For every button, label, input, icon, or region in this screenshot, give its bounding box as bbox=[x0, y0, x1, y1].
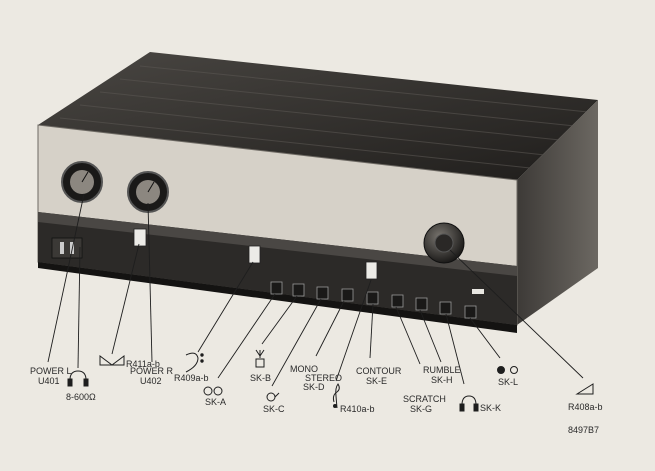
label-skk: SK-K bbox=[480, 403, 501, 413]
treble-clef-icon bbox=[332, 383, 340, 409]
label-u401: U401 bbox=[38, 376, 60, 386]
power-on-dot-icon bbox=[497, 366, 505, 374]
button-skk[interactable] bbox=[439, 301, 452, 315]
bass-clef-icon bbox=[185, 352, 204, 373]
label-power-r: POWER R bbox=[130, 366, 174, 376]
power-meter-left bbox=[61, 161, 103, 203]
button-skd[interactable] bbox=[341, 288, 354, 302]
label-contour: CONTOUR bbox=[356, 366, 402, 376]
button-ske[interactable] bbox=[366, 291, 379, 305]
label-mono: MONO bbox=[290, 364, 318, 374]
label-skg: SK-G bbox=[410, 404, 432, 414]
button-skl[interactable] bbox=[464, 305, 477, 319]
label-ska: SK-A bbox=[205, 397, 226, 407]
treble-slider[interactable] bbox=[365, 261, 378, 280]
button-skc[interactable] bbox=[316, 286, 329, 300]
label-skh: SK-H bbox=[431, 375, 453, 385]
bass-slider[interactable] bbox=[248, 245, 261, 264]
label-u402: U402 bbox=[140, 376, 162, 386]
label-stereo: STEREO bbox=[305, 373, 342, 383]
headphone-icon-skk bbox=[459, 395, 479, 412]
figure-number: 8497B7 bbox=[568, 425, 599, 435]
label-r409: R409a-b bbox=[174, 373, 209, 383]
label-skb: SK-B bbox=[250, 373, 271, 383]
leader-lines bbox=[47, 193, 584, 387]
label-r410: R410a-b bbox=[340, 404, 375, 414]
button-skh[interactable] bbox=[415, 297, 428, 311]
slider-track bbox=[38, 212, 517, 276]
cabinet-top bbox=[38, 52, 598, 180]
label-power-l: POWER L bbox=[30, 366, 72, 376]
button-ska[interactable] bbox=[270, 281, 283, 295]
headphone-icon-impedance bbox=[67, 370, 89, 387]
label-r408: R408a-b bbox=[568, 402, 603, 412]
label-ske: SK-E bbox=[366, 376, 387, 386]
label-skl: SK-L bbox=[498, 377, 518, 387]
button-skg[interactable] bbox=[391, 294, 404, 308]
headphone-socket[interactable] bbox=[51, 237, 83, 259]
volume-knob[interactable] bbox=[423, 222, 465, 264]
antenna-icon bbox=[255, 349, 265, 358]
volume-wedge-icon bbox=[575, 383, 594, 395]
power-indicator bbox=[472, 289, 484, 294]
balance-slider-icon bbox=[99, 355, 125, 366]
label-skd: SK-D bbox=[303, 382, 325, 392]
label-rumble: RUMBLE bbox=[423, 365, 461, 375]
cabinet-side bbox=[517, 100, 598, 325]
label-skc: SK-C bbox=[263, 404, 285, 414]
phono-icon bbox=[266, 392, 280, 402]
tape-reels-icon bbox=[203, 386, 223, 396]
tuner-square-icon bbox=[255, 358, 265, 368]
base-edge bbox=[38, 262, 517, 333]
power-off-circle-icon bbox=[510, 366, 518, 374]
label-r411: R411a-b bbox=[126, 359, 160, 369]
label-headphone-impedance: 8-600Ω bbox=[66, 392, 96, 402]
label-scratch: SCRATCH bbox=[403, 394, 446, 404]
callout-labels: POWER L U401 8-600Ω R411a-b POWER R U402… bbox=[30, 359, 603, 435]
balance-slider[interactable] bbox=[133, 228, 147, 247]
button-skb[interactable] bbox=[292, 283, 305, 297]
